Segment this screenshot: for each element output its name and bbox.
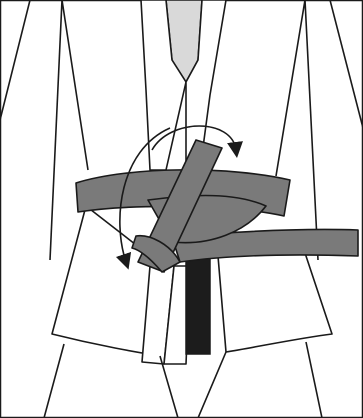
diagram-canvas [0,0,363,418]
belt-tying-diagram [0,0,363,418]
